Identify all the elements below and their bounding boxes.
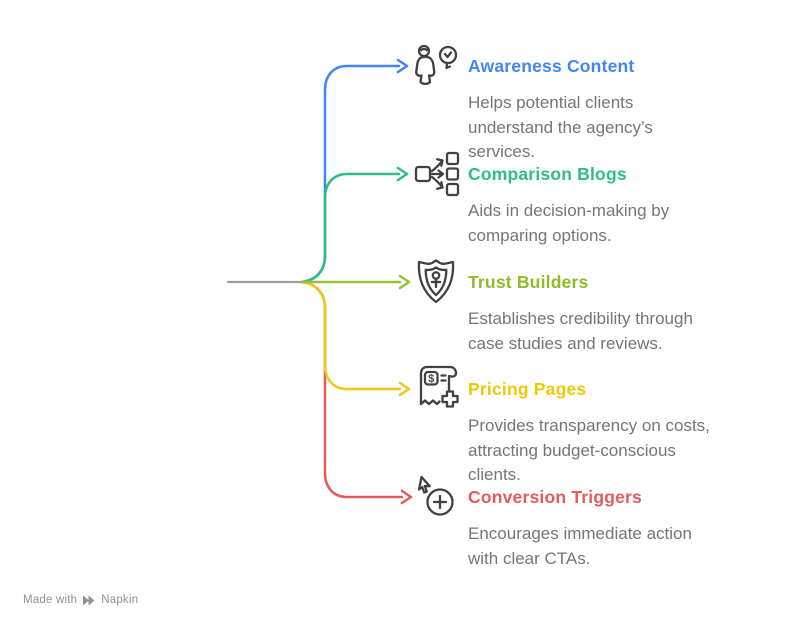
item-pricing: Pricing Pages Provides transparency on c… <box>468 379 788 488</box>
arrowhead-awareness <box>396 58 409 74</box>
shield-person-icon <box>413 258 461 306</box>
napkin-attribution: Made with Napkin <box>23 594 138 606</box>
item-title: Comparison Blogs <box>468 164 627 184</box>
brand-label: Napkin <box>101 594 139 606</box>
item-description: Helps potential clients understand the a… <box>468 93 653 161</box>
item-description: Provides transparency on costs, attracti… <box>468 416 710 484</box>
arrowhead-conversion <box>400 489 413 505</box>
item-title: Conversion Triggers <box>468 487 642 507</box>
item-description: Aids in decision-making by comparing opt… <box>468 201 670 245</box>
person-lightbulb-icon <box>413 42 461 90</box>
item-title: Pricing Pages <box>468 379 587 399</box>
item-conversion: Conversion Triggers Encourages immediate… <box>468 487 788 571</box>
item-title: Awareness Content <box>468 56 635 76</box>
arrowhead-trust <box>398 274 411 290</box>
pricing-receipt-icon: $ <box>413 365 461 413</box>
arrowhead-pricing <box>398 381 411 397</box>
branch-comparison <box>300 172 401 284</box>
cursor-plus-icon <box>413 473 461 521</box>
item-comparison: Comparison Blogs Aids in decision-making… <box>468 164 788 248</box>
item-awareness: Awareness Content Helps potential client… <box>468 56 788 165</box>
made-with-label: Made with <box>23 594 78 606</box>
comparison-branch-icon <box>413 150 461 198</box>
item-trust: Trust Builders Establishes credibility t… <box>468 272 788 356</box>
item-title: Trust Builders <box>468 272 589 292</box>
item-description: Establishes credibility through case stu… <box>468 309 693 353</box>
svg-text:$: $ <box>428 373 434 385</box>
branch-pricing <box>300 280 402 391</box>
arrowhead-comparison <box>396 166 409 182</box>
item-description: Encourages immediate action with clear C… <box>468 524 692 568</box>
fast-forward-icon <box>82 595 96 606</box>
